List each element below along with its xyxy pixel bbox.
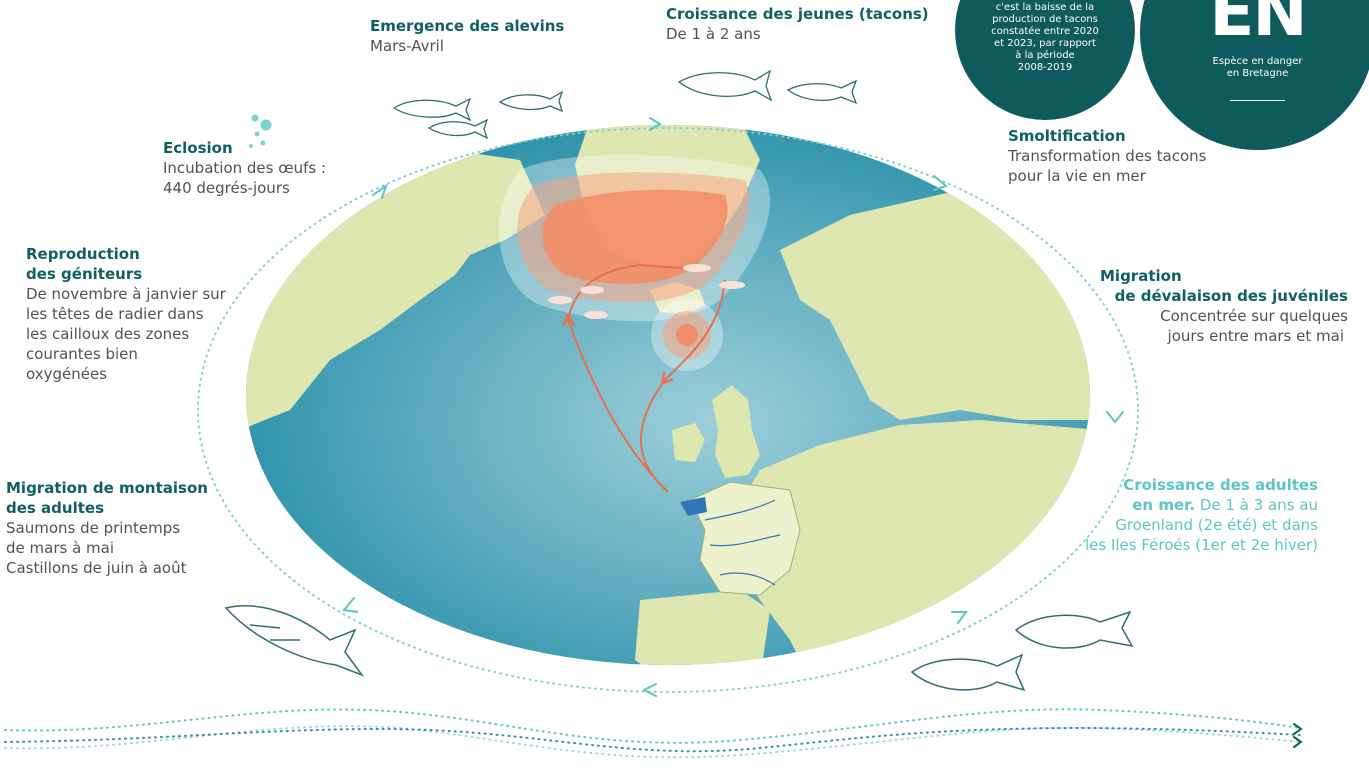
stage-text: Groenland (2e été) et dans: [1115, 516, 1318, 534]
wave-end-arrow: [1293, 723, 1303, 748]
land-brittany: [680, 497, 707, 516]
adult-salmon-right-icon: [910, 610, 1134, 692]
stage-text: De 1 à 3 ans au: [1199, 496, 1318, 514]
eggs-icon: [249, 114, 272, 148]
land-scandinavia: [780, 190, 1090, 420]
stage-emergence: Emergence des alevins Mars-Avril: [370, 16, 564, 56]
stage-smoltification: Smoltification Transformation des tacons…: [1008, 126, 1206, 186]
stage-text: De novembre à janvier sur: [26, 285, 226, 303]
stage-title: Migration de montaison: [6, 479, 208, 497]
status-line: Espèce en danger: [1212, 56, 1303, 67]
stage-text: Transformation des tacons: [1008, 147, 1207, 165]
cycle-loop: [197, 127, 1139, 693]
stage-text: Castillons de juin à août: [6, 559, 187, 577]
status-code: EN: [1209, 0, 1307, 51]
stage-text: oxygénées: [26, 365, 107, 383]
stage-text: pour la vie en mer: [1008, 167, 1146, 185]
stage-text: Incubation des œufs :: [163, 159, 327, 177]
stage-devalaison: Migration de dévalaison des juvéniles Co…: [1100, 266, 1360, 346]
stage-text: les Iles Féroés (1er et 2e hiver): [1084, 536, 1318, 554]
stat-line: 2008-2019: [1017, 62, 1073, 73]
stat-line: et 2023, par rapport: [994, 38, 1096, 49]
stat-line: constatée entre 2020: [991, 26, 1099, 37]
arrow-upper-left: [372, 183, 388, 199]
stage-eclosion: Eclosion Incubation des œufs : 440 degré…: [163, 138, 326, 198]
stage-croissance-adultes: Croissance des adultes en mer. De 1 à 3 …: [1040, 475, 1318, 555]
stage-text: Concentrée sur quelques: [1160, 307, 1348, 325]
stat-line: c'est la baisse de la: [995, 2, 1095, 13]
fry-icon: [392, 90, 564, 140]
stage-reproduction: Reproduction des géniteurs De novembre à…: [26, 244, 226, 384]
arrow-upper-right: [933, 175, 949, 191]
status-divider: [1230, 100, 1285, 101]
route-outbound: [561, 264, 669, 493]
arrow-lower-left: [342, 597, 358, 613]
stage-title: Croissance des jeunes (tacons): [666, 5, 929, 23]
arrow-bottom: [641, 683, 657, 697]
stage-title: Eclosion: [163, 139, 233, 157]
stage-text: courantes bien: [26, 345, 138, 363]
land-ireland: [672, 423, 705, 462]
arrow-lower-right: [951, 611, 968, 624]
land-great-britain: [712, 385, 760, 478]
arrow-top: [649, 117, 662, 131]
route-return: [640, 279, 726, 493]
adult-fish: [224, 605, 1134, 692]
land-iberia: [635, 590, 770, 665]
stage-text: De 1 à 2 ans: [666, 25, 761, 43]
fish-at-sea: [548, 264, 745, 319]
stage-text: de mars à mai: [6, 539, 115, 557]
stage-text: jours entre mars et mai: [1167, 327, 1344, 345]
stage-title: des adultes: [6, 499, 105, 517]
stage-text: 440 degrés-jours: [163, 179, 290, 197]
stage-text: Saumons de printemps: [6, 519, 181, 537]
cycle-arrows: [342, 117, 1124, 697]
status-line: en Bretagne: [1226, 68, 1289, 79]
stage-title: de dévalaison des juvéniles: [1114, 287, 1348, 305]
arrow-right: [1106, 411, 1124, 424]
land-france: [689, 481, 801, 596]
stage-title: Smoltification: [1008, 127, 1126, 145]
adult-salmon-left-icon: [224, 605, 365, 677]
stage-text: les têtes de radier dans: [26, 305, 204, 323]
stage-title: Migration: [1100, 267, 1182, 285]
stage-montaison: Migration de montaison des adultes Saumo…: [6, 478, 208, 578]
stage-text: Mars-Avril: [370, 37, 444, 55]
stage-title: Emergence des alevins: [370, 17, 565, 35]
juvenile-fish: [392, 69, 858, 140]
bottom-waves: [4, 708, 1301, 759]
stat-line: production de tacons: [992, 14, 1098, 25]
rivers: [704, 499, 781, 586]
stage-title: Croissance des adultes: [1123, 476, 1318, 494]
parr-icon: [677, 69, 858, 105]
stage-text: les cailloux des zones: [26, 325, 190, 343]
stage-croissance-jeunes: Croissance des jeunes (tacons) De 1 à 2 …: [666, 4, 929, 44]
stage-title: Reproduction: [26, 245, 140, 263]
stage-title: des géniteurs: [26, 265, 143, 283]
stage-title: en mer.: [1132, 496, 1196, 514]
stat-line: à la période: [1015, 50, 1075, 61]
